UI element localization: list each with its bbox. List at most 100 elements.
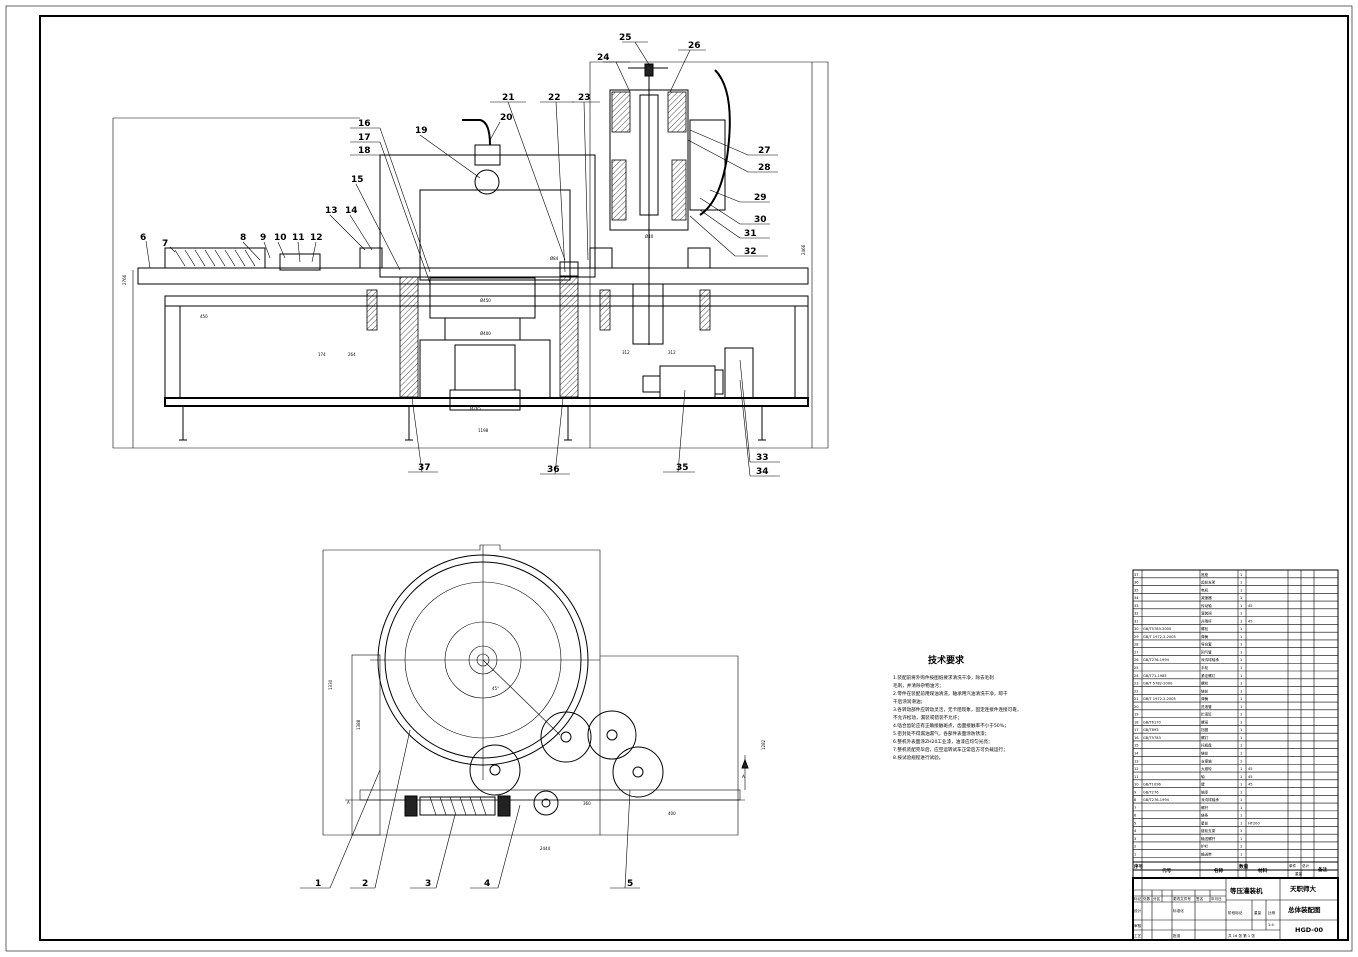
part-label: 1 (315, 879, 321, 889)
bom-cell-name: 螺钉 (1201, 735, 1209, 740)
bom-cell-material: 45 (1248, 619, 1253, 623)
bom-cell-name: 灌装阀 (1201, 611, 1212, 616)
bom-cell-qty: 1 (1240, 806, 1242, 810)
top-part-labels: 6 7 8 9 10 11 12 13 14 15 16 17 18 19 20… (140, 33, 771, 477)
bom-cell-no: 26 (1134, 658, 1139, 662)
tb-process: 工艺 (1134, 933, 1142, 938)
bom-cell-qty: 1 (1240, 588, 1242, 592)
bom-cell-material: 45 (1248, 775, 1253, 779)
part-label: 31 (744, 229, 757, 239)
bom-cell-name: 轴承 (1201, 789, 1209, 794)
bom-cell-no: 24 (1134, 674, 1139, 678)
tb-approve: 批准 (1173, 933, 1181, 938)
bom-cell-name: 进液管 (1201, 704, 1212, 709)
bom-cell-name: 贮液缸 (1201, 712, 1212, 717)
bom-cell-qty: 1 (1240, 674, 1242, 678)
svg-text:1388: 1388 (356, 719, 361, 730)
bom-cell-no: 32 (1134, 612, 1139, 616)
part-label: 19 (415, 126, 428, 136)
bom-cell-qty: 1 (1240, 736, 1242, 740)
bom-cell-qty: 1 (1240, 627, 1242, 631)
tb-date: 年月日 (1211, 896, 1222, 901)
bom-cell-no: 7 (1134, 806, 1136, 810)
bom-cell-qty: 1 (1240, 619, 1242, 623)
bom-cell-no: 29 (1134, 635, 1139, 639)
part-label: 12 (310, 233, 323, 243)
part-label: 9 (260, 233, 266, 243)
bom-cell-name: 回气管 (1201, 649, 1212, 654)
bom-cell-name: 支撑轴 (1201, 758, 1212, 763)
tb-drawing-no: HGD-00 (1295, 926, 1324, 934)
bom-cell-no: 37 (1134, 573, 1139, 577)
bom-cell-name: 紧定螺钉 (1201, 673, 1216, 678)
bom-cell-no: 19 (1134, 713, 1139, 717)
bom-cell-no: 36 (1134, 581, 1139, 585)
bom-cell-qty: 1 (1240, 814, 1242, 818)
bom-cell-name: 齿轮支架 (1201, 580, 1216, 585)
svg-text:Ø40: Ø40 (645, 234, 654, 239)
bom-cell-name: 螺栓 (1201, 626, 1209, 631)
bom-cell-qty: 1 (1240, 790, 1242, 794)
svg-text:2466: 2466 (801, 244, 806, 255)
bom-cell-no: 27 (1134, 650, 1139, 654)
bom-cell-qty: 1 (1240, 697, 1242, 701)
bom-cell-no: 4 (1134, 829, 1137, 833)
part-label: 15 (351, 175, 364, 185)
part-label: 27 (758, 146, 771, 156)
bom-cell-no: 11 (1134, 775, 1139, 779)
bom-cell-name: 链轮 (1201, 750, 1209, 755)
tb-signature: 签名 (1196, 896, 1204, 901)
note-line: 8.按试验规程进行试验。 (893, 754, 943, 761)
tb-scale-label: 比例 (1268, 910, 1276, 915)
part-label: 2 (362, 879, 368, 889)
part-label: 18 (358, 146, 371, 156)
tb-design: 设计 (1134, 908, 1142, 913)
bom-cell-no: 8 (1134, 798, 1137, 802)
inner-frame (39, 15, 1349, 941)
bom-cell-name: 电机 (1201, 587, 1209, 592)
bom-cell-qty: 1 (1240, 581, 1242, 585)
bom-cell-name: 星轮 (1201, 820, 1209, 825)
part-label: 5 (627, 879, 633, 889)
bom-cell-code: GB/T 1972.2-2005 (1143, 697, 1176, 701)
bom-cell-code: GB/T5783 (1143, 736, 1161, 740)
bom-cell-qty: 1 (1240, 650, 1242, 654)
bom-cell-code: GB/T1096 (1143, 783, 1162, 787)
bom-cell-qty: 1 (1240, 705, 1242, 709)
bom-cell-name: 深沟球轴承 (1201, 797, 1219, 802)
bom-cell-name: 弹簧 (1201, 634, 1209, 639)
svg-text:264: 264 (348, 352, 356, 357)
bom-cell-qty: 1 (1240, 573, 1242, 577)
part-label: 11 (292, 233, 305, 243)
bom-cell-qty: 1 (1240, 767, 1242, 771)
part-label: 23 (578, 93, 591, 103)
bom-header-name: 名称 (1214, 867, 1224, 874)
svg-text:1330: 1330 (328, 679, 333, 690)
note-line: 毛刺，并清除杂物油污； (893, 682, 944, 689)
svg-text:312: 312 (668, 350, 676, 355)
top-leaders (145, 41, 780, 477)
front-view: 2766 2466 450 174 264 1198 312 312 Ø450 … (112, 61, 829, 449)
tb-weight: 重量 (1254, 910, 1262, 915)
part-label: 25 (619, 33, 632, 43)
technical-notes: 技术要求 1.装配前将外购件按图纸要求清洗干净，除去毛刺 毛刺，并清除杂物油污；… (893, 654, 1021, 761)
tb-drawing-title: 总体装配图 (1288, 905, 1321, 914)
bom-cell-no: 20 (1134, 705, 1139, 709)
svg-text:Ø265: Ø265 (470, 406, 481, 411)
bom-cell-no: 34 (1134, 596, 1139, 600)
bom-cell-name: 螺栓 (1201, 681, 1209, 686)
note-line: 6.整机外表面涂ZH20工业漆，油漆应均匀光亮； (893, 738, 993, 745)
bom-cell-no: 18 (1134, 720, 1139, 724)
bom-cell-no: 16 (1134, 736, 1139, 740)
bom-cell-name: 键 (1201, 782, 1205, 787)
bom-cell-no: 3 (1134, 837, 1136, 841)
part-label: 34 (756, 467, 769, 477)
bom-cell-name: 手轮 (1201, 665, 1209, 670)
tb-mark: 标记 (1134, 896, 1142, 901)
bom-cell-qty: 1 (1240, 728, 1242, 732)
bom-cell-qty: 1 (1240, 612, 1242, 616)
tb-change-no: 更改文件号 (1173, 896, 1191, 901)
bom-cell-no: 12 (1134, 767, 1139, 771)
bom-cell-qty: 1 (1240, 689, 1242, 693)
bom-cell-name: 大链轮 (1201, 766, 1212, 771)
